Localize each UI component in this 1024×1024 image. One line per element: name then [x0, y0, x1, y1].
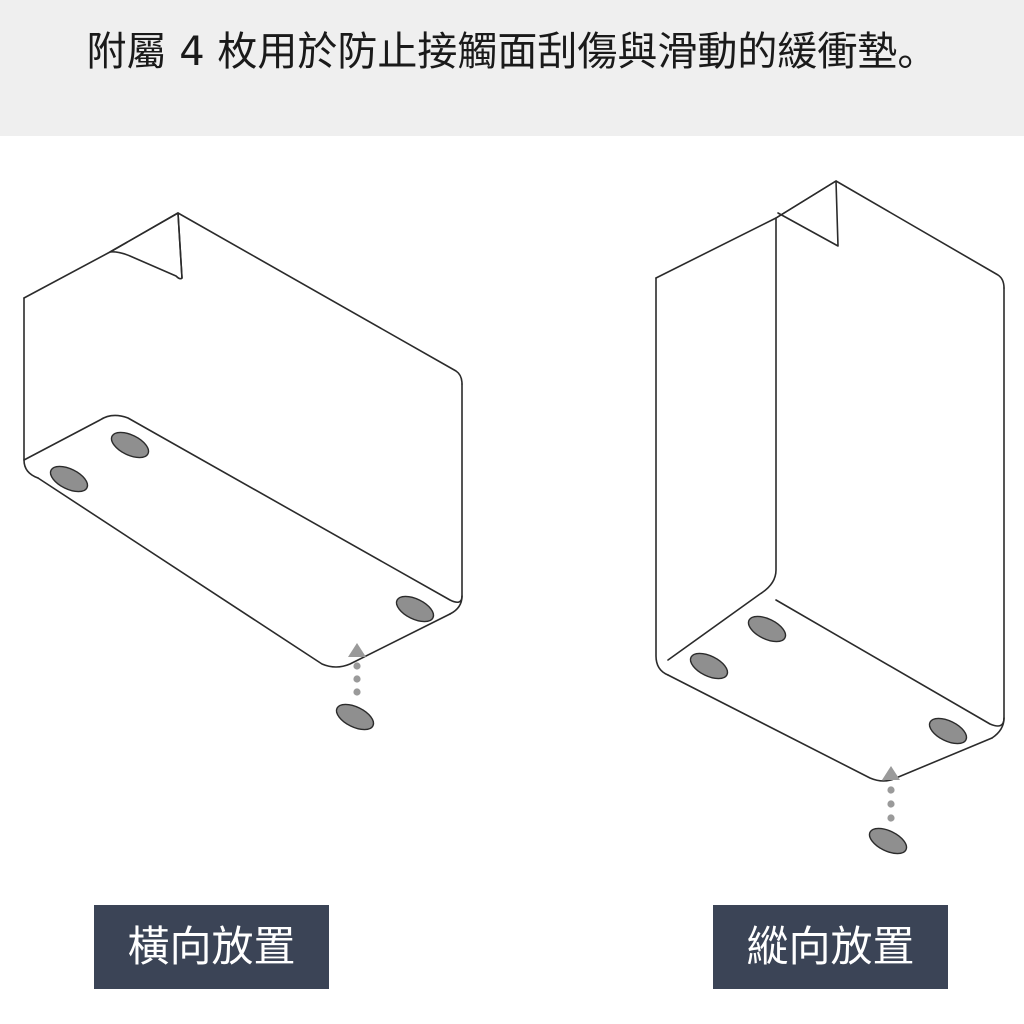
header-title: 附屬 4 枚用於防止接觸面刮傷與滑動的緩衝墊。	[86, 29, 938, 75]
vertical-arrow-up-icon	[882, 766, 900, 822]
header-banner: 附屬 4 枚用於防止接觸面刮傷與滑動的緩衝墊。	[0, 0, 1024, 136]
horizontal-box-top-edge	[23, 212, 463, 385]
horizontal-box-drawing	[23, 212, 463, 668]
vertical-box-slot	[775, 180, 839, 247]
vertical-box-drawing	[655, 180, 1005, 782]
horizontal-box-right-edge	[449, 383, 463, 615]
pad-icon	[689, 652, 729, 680]
horizontal-box-pads	[49, 431, 435, 731]
horizontal-arrow-up-icon	[348, 643, 366, 696]
label-vertical-placement: 縱向放置	[713, 905, 948, 989]
pad-icon	[928, 717, 968, 745]
pad-icon	[110, 431, 150, 459]
horizontal-box-bottom-front	[37, 477, 451, 668]
vertical-box-top-edge	[655, 180, 1005, 289]
horizontal-box-slot	[109, 212, 183, 280]
loose-pad-icon	[335, 703, 375, 731]
vertical-box-right-edge	[991, 287, 1005, 739]
vertical-box-left-edge	[655, 277, 669, 676]
vertical-box-bottom-ridge	[775, 599, 1005, 727]
loose-pad-icon	[868, 827, 908, 855]
horizontal-box-bottom-ridge	[23, 414, 463, 604]
horizontal-box-left-edge	[23, 297, 39, 479]
pad-icon	[395, 595, 435, 623]
product-illustration	[23, 180, 1005, 855]
pad-icon	[747, 615, 787, 643]
label-horizontal-placement: 橫向放置	[94, 905, 329, 989]
pad-icon	[49, 465, 89, 493]
vertical-box-pads	[689, 615, 968, 855]
vertical-box-front-seam	[667, 217, 777, 661]
